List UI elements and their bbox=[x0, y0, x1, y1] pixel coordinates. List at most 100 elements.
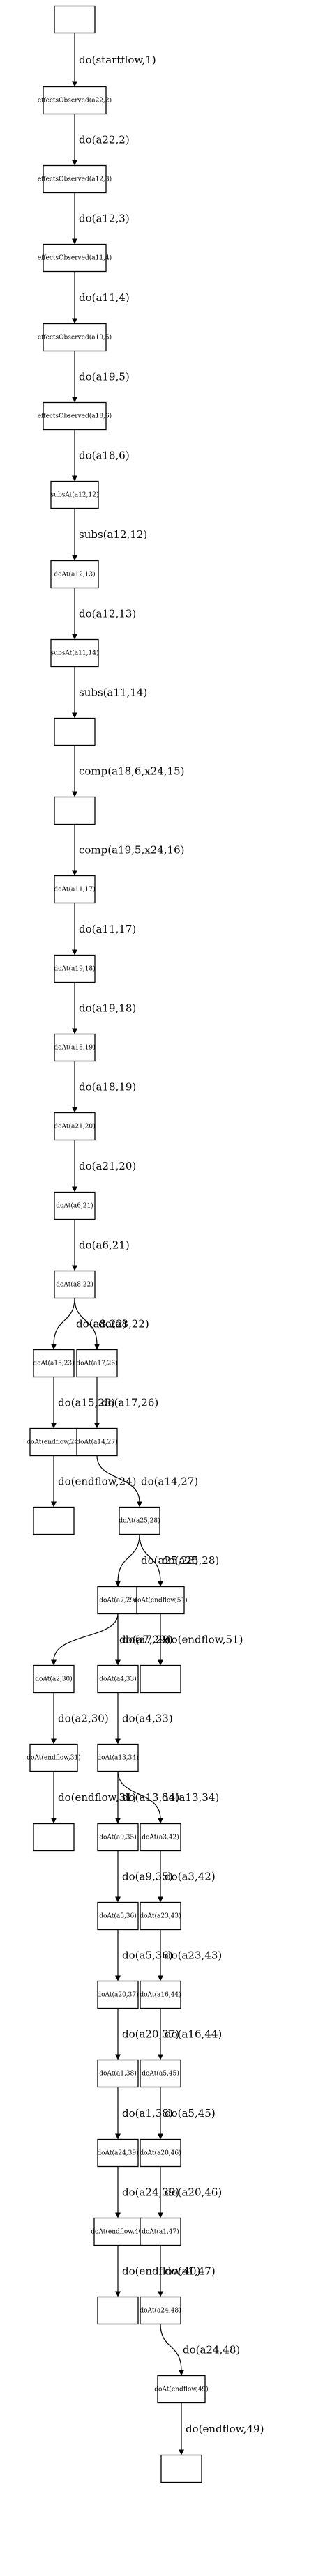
node-box bbox=[140, 1980, 181, 2009]
edge-arrowhead bbox=[72, 791, 77, 797]
edge: do(a17,26) bbox=[94, 1377, 158, 1429]
flow-node bbox=[54, 5, 96, 34]
node-box bbox=[157, 2375, 206, 2404]
edge-label: do(a13,34) bbox=[162, 1791, 219, 1804]
node-box bbox=[140, 2138, 181, 2168]
node-box bbox=[43, 323, 107, 352]
node-box bbox=[97, 2296, 139, 2325]
edge-arrowhead bbox=[72, 1186, 77, 1193]
edge: do(a15,23) bbox=[51, 1377, 115, 1429]
node-label: doAt(a24,39) bbox=[97, 2149, 138, 2157]
flow-node: doAt(endflow,51) bbox=[133, 1586, 188, 1615]
edge-line bbox=[139, 1534, 161, 1582]
flow-node: doAt(a9,35) bbox=[97, 1823, 139, 1852]
edge: do(endflow,49) bbox=[179, 2402, 264, 2455]
flow-node: doAt(endflow,24) bbox=[27, 1427, 81, 1457]
node-box bbox=[76, 1427, 118, 1457]
node-label: doAt(a25,28) bbox=[119, 1517, 160, 1525]
edge-arrowhead bbox=[158, 1896, 163, 1903]
node-label: doAt(a8,22) bbox=[56, 1281, 93, 1289]
edge: do(endflow,31) bbox=[51, 1771, 136, 1824]
node-label: doAt(a7,29) bbox=[99, 1597, 137, 1604]
node-label: doAt(a13,34) bbox=[97, 1754, 138, 1762]
nodes-layer: effectsObserved(a22,2)effectsObserved(a1… bbox=[27, 5, 209, 2483]
flow-node: doAt(a20,37) bbox=[97, 1980, 139, 2009]
edge: do(a2,30) bbox=[51, 1692, 109, 1745]
edge-label: do(endflow,51) bbox=[165, 1634, 243, 1646]
edge-arrowhead bbox=[51, 1738, 57, 1745]
flow-node: doAt(a24,39) bbox=[97, 2138, 139, 2168]
edge-arrowhead bbox=[72, 712, 77, 719]
edge-label: do(a18,6) bbox=[79, 450, 130, 462]
edge-arrowhead bbox=[115, 1581, 121, 1587]
edge: do(a11,17) bbox=[72, 903, 136, 956]
node-box bbox=[140, 2217, 181, 2246]
edge-label: do(a25,28) bbox=[162, 1554, 219, 1567]
flow-node: doAt(a13,34) bbox=[97, 1743, 139, 1772]
edge-arrowhead bbox=[72, 949, 77, 956]
node-box bbox=[43, 164, 107, 194]
edge-label: do(a20,37) bbox=[122, 2028, 179, 2041]
edge-arrowhead bbox=[158, 2291, 163, 2297]
edge: do(a8,22) bbox=[74, 1298, 149, 1350]
node-label: effectsObserved(a19,5) bbox=[38, 334, 112, 342]
node-label: doAt(a12,13) bbox=[54, 571, 95, 578]
flow-node: doAt(a15,23) bbox=[33, 1349, 75, 1378]
node-box bbox=[54, 1033, 96, 1062]
node-label: doAt(endflow,40) bbox=[91, 2228, 144, 2236]
edge-arrowhead bbox=[51, 1659, 57, 1666]
edge: do(a22,2) bbox=[72, 114, 130, 166]
flow-node: doAt(a5,36) bbox=[97, 1901, 139, 1931]
edge-arrowhead bbox=[72, 870, 77, 876]
node-label: effectsObserved(a12,3) bbox=[38, 176, 112, 183]
flow-node: doAt(a24,48) bbox=[140, 2296, 181, 2325]
edge: do(startflow,1) bbox=[72, 33, 156, 87]
edge: do(a21,20) bbox=[72, 1140, 136, 1193]
node-box bbox=[97, 1823, 139, 1852]
edge-label: comp(a18,6,x24,15) bbox=[79, 765, 184, 778]
node-label: doAt(a1,47) bbox=[142, 2228, 179, 2236]
node-label: subsAt(a12,12) bbox=[51, 491, 99, 499]
edge-label: comp(a19,5,x24,16) bbox=[79, 844, 184, 857]
edge: do(a11,4) bbox=[72, 271, 130, 324]
flow-node: doAt(a5,45) bbox=[140, 2059, 181, 2088]
node-label: doAt(a15,23) bbox=[33, 1360, 74, 1367]
node-box bbox=[140, 1664, 181, 1694]
edge: do(a18,6) bbox=[72, 429, 130, 482]
node-box bbox=[97, 1743, 139, 1772]
node-label: doAt(endflow,49) bbox=[154, 2386, 208, 2393]
node-box bbox=[43, 401, 107, 431]
node-box bbox=[97, 1980, 139, 2009]
edge: do(endflow,24) bbox=[51, 1455, 136, 1508]
edge: do(a12,13) bbox=[72, 588, 136, 640]
node-box bbox=[97, 1586, 139, 1615]
node-label: doAt(endflow,51) bbox=[133, 1597, 187, 1604]
flow-node: doAt(endflow,31) bbox=[27, 1743, 81, 1772]
edge-label: do(a13,34) bbox=[122, 1791, 179, 1804]
edge-label: do(a22,2) bbox=[79, 134, 130, 146]
edge: do(a8,22) bbox=[51, 1298, 127, 1350]
node-label: doAt(a5,45) bbox=[142, 2070, 179, 2078]
node-box bbox=[54, 5, 96, 34]
edge-arrowhead bbox=[72, 555, 77, 561]
flow-node bbox=[54, 796, 96, 825]
node-label: doAt(a2,30) bbox=[35, 1676, 73, 1683]
node-label: subsAt(a11,14) bbox=[51, 650, 99, 657]
node-box bbox=[50, 638, 99, 668]
node-box bbox=[33, 1349, 75, 1378]
node-box bbox=[97, 1664, 139, 1694]
edge-label: do(a15,23) bbox=[58, 1397, 115, 1409]
flow-node: doAt(a6,21) bbox=[54, 1191, 96, 1220]
edge: do(a19,18) bbox=[72, 982, 136, 1034]
edge: do(a14,27) bbox=[96, 1455, 198, 1508]
edge-label: do(a3,42) bbox=[165, 1871, 216, 1883]
edge: do(a16,44) bbox=[158, 2008, 222, 2060]
node-box bbox=[50, 480, 99, 509]
flow-node: doAt(a16,44) bbox=[140, 1980, 181, 2009]
flow-node: doAt(a20,46) bbox=[140, 2138, 181, 2168]
node-label: doAt(a17,26) bbox=[76, 1360, 117, 1367]
edge-arrowhead bbox=[72, 1028, 77, 1034]
flow-node: subsAt(a11,14) bbox=[50, 638, 99, 668]
edge-label: do(a19,5) bbox=[79, 371, 130, 383]
edge-line bbox=[74, 1298, 98, 1345]
